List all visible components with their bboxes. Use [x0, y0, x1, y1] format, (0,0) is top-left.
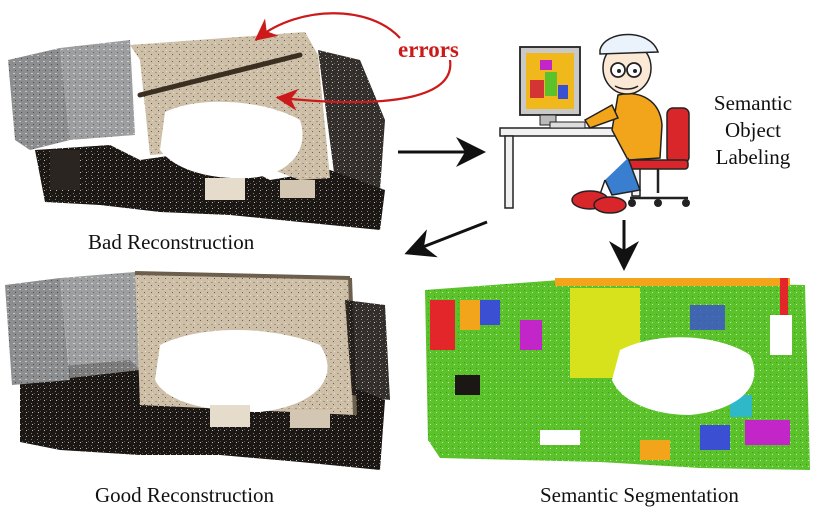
error-arrows: [254, 12, 452, 111]
good-reconstruction-label: Good Reconstruction: [95, 483, 275, 507]
errors-label: errors: [398, 37, 459, 62]
side-label-line3: Labeling: [715, 145, 791, 169]
person-at-computer-icon: [499, 33, 690, 214]
bad-reconstruction-image: [8, 32, 385, 230]
flow-arrows: [398, 137, 639, 271]
semantic-segmentation-image: [425, 278, 810, 470]
bad-reconstruction-label: Bad Reconstruction: [88, 230, 255, 254]
semantic-segmentation-label: Semantic Segmentation: [540, 483, 739, 507]
side-label-line1: Semantic: [713, 91, 793, 115]
semantic-object-labeling-label: Semantic Object Labeling: [688, 90, 818, 171]
good-reconstruction-image: [5, 271, 390, 470]
side-label-line2: Object: [725, 118, 781, 142]
